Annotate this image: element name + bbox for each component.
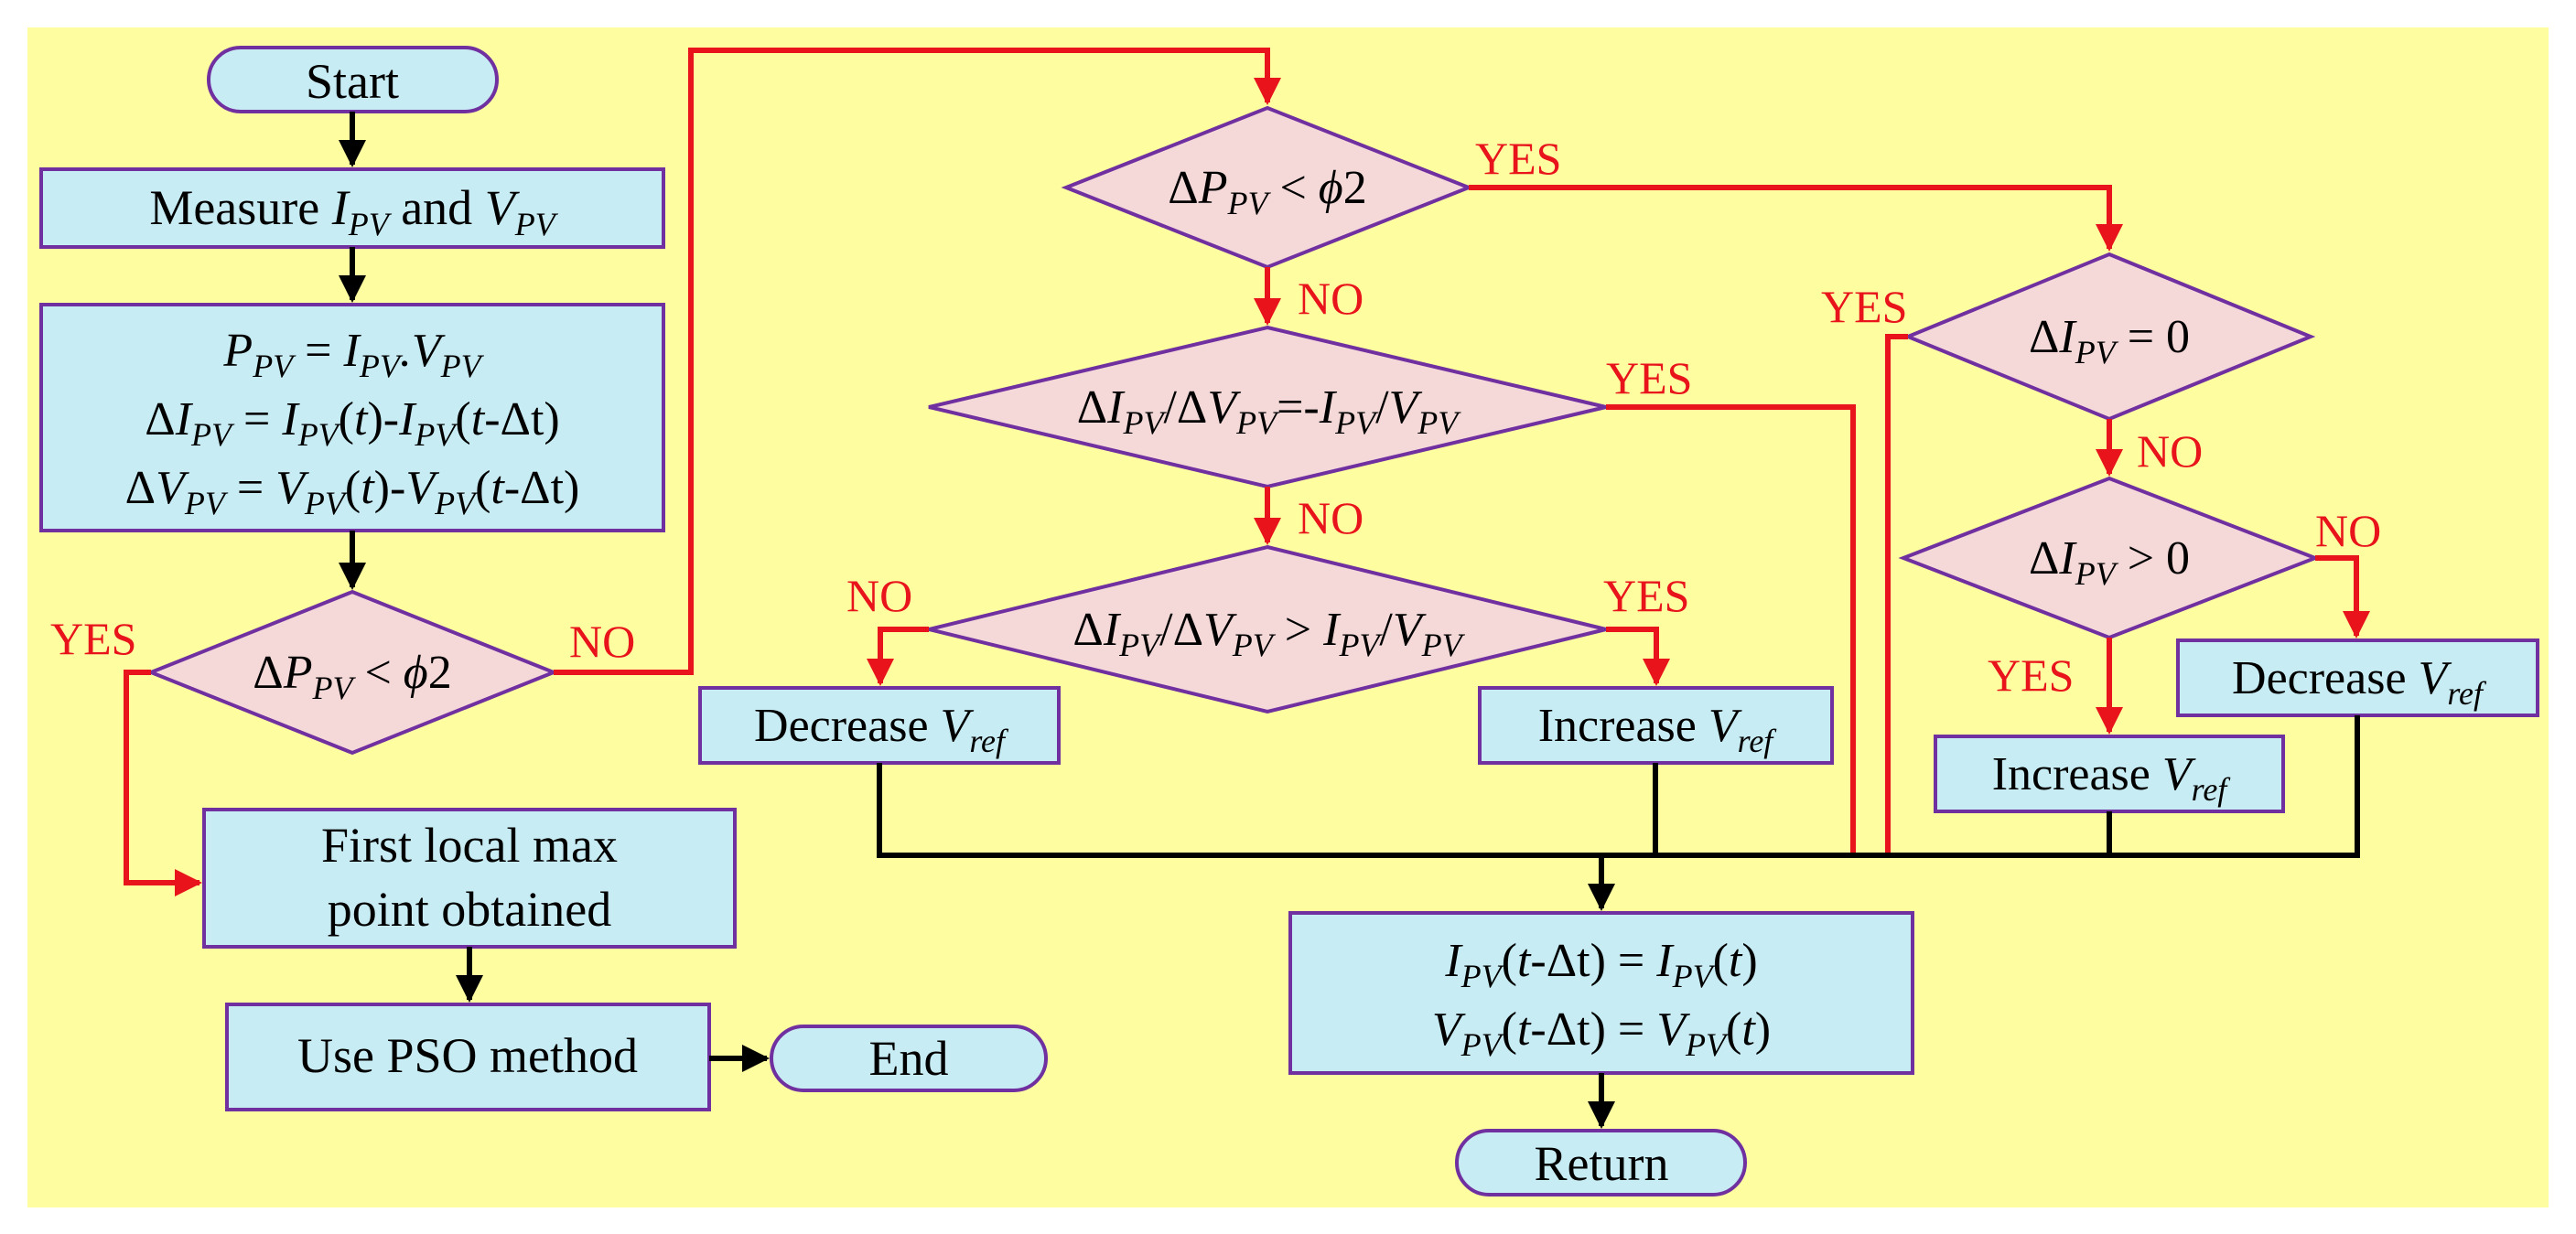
decrease-text-right: Decrease Vref	[2232, 652, 2487, 712]
arrow-no-to-top	[554, 48, 1281, 675]
arrow-gt-increase	[1606, 627, 1670, 686]
update-box	[1288, 911, 1914, 1075]
start-text: Start	[306, 54, 399, 109]
update-line2: VPV(t-Δt) = VPV(t)	[1432, 1003, 1771, 1063]
first-local-line2: point obtained	[328, 882, 611, 937]
decision-left-text: ΔPPV < ϕ2	[253, 647, 451, 706]
decision-eq-text: ΔIPV/ΔVPV=-IPV/VPV	[1077, 381, 1462, 441]
calc-line2: ΔIPV = IPV(t)-IPV(t-Δt)	[145, 393, 559, 453]
decision-gt-text: ΔIPV/ΔVPV > IPV/VPV	[1072, 604, 1465, 663]
yes-label-eq: YES	[1606, 352, 1692, 403]
no-label-gt: NO	[846, 570, 912, 621]
end-text: End	[869, 1031, 949, 1086]
pso-box	[225, 1003, 711, 1111]
calc-box	[39, 303, 665, 532]
return-terminal	[1455, 1129, 1747, 1196]
decrease-text-middle: Decrease Vref	[754, 700, 1009, 759]
return-text: Return	[1535, 1136, 1669, 1191]
arrow-top-di0	[1469, 185, 2123, 252]
decision-digt-text: ΔIPV > 0	[2029, 532, 2190, 592]
line-di0-yes	[1885, 334, 1908, 855]
increase-text-right: Increase Vref	[1992, 748, 2232, 808]
end-terminal	[770, 1025, 1048, 1092]
decision-di0-text: ΔIPV = 0	[2029, 311, 2190, 370]
no-label-di0: NO	[2137, 425, 2203, 477]
first-local-line1: First local max	[321, 818, 618, 873]
decision-top-text: ΔPPV < ϕ2	[1168, 162, 1366, 221]
first-local-box	[202, 808, 737, 949]
no-label-eq: NO	[1298, 492, 1363, 543]
line-eq-yes	[1606, 404, 1856, 855]
yes-label-digt: YES	[1988, 649, 2074, 701]
no-label-left: NO	[569, 616, 635, 667]
decrease-box-right	[2176, 638, 2539, 717]
calc-line1: PPV = IPV.VPV	[222, 325, 484, 384]
update-line1: IPV(t-Δt) = IPV(t)	[1444, 935, 1757, 994]
measure-text: Measure IPV and VPV	[149, 180, 558, 242]
decision-left	[146, 589, 559, 756]
no-label-digt: NO	[2315, 505, 2381, 556]
pso-text: Use PSO method	[297, 1028, 638, 1083]
increase-text-middle: Increase Vref	[1538, 700, 1778, 759]
yes-label-gt: YES	[1603, 570, 1689, 621]
arrow-yes-first-local	[124, 670, 202, 896]
arrow-digt-decrease	[2315, 555, 2370, 638]
increase-box-middle	[1478, 686, 1834, 765]
no-label-top: NO	[1298, 273, 1363, 324]
yes-label-di0: YES	[1821, 281, 1907, 332]
arrow-gt-decrease	[867, 627, 929, 686]
yes-label-left: YES	[50, 613, 136, 664]
yes-label-top: YES	[1475, 133, 1561, 184]
calc-line3: ΔVPV = VPV(t)-VPV(t-Δt)	[125, 462, 580, 521]
decision-gt	[928, 544, 1607, 714]
